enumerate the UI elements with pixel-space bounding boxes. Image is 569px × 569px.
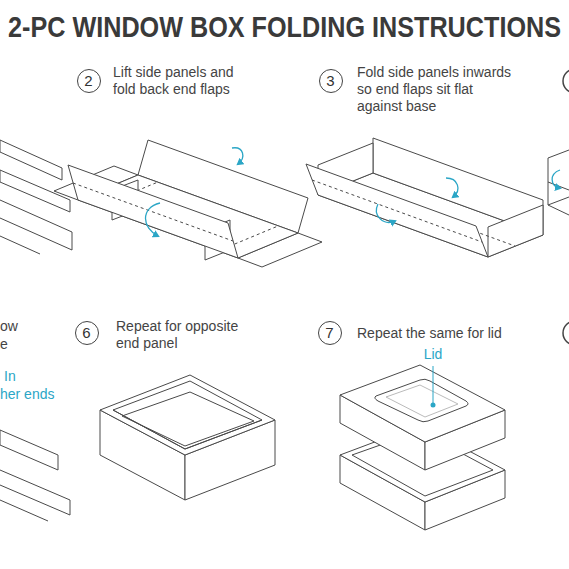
step-instruction: Repeat for opposite end panel xyxy=(116,318,251,352)
step-number: 3 xyxy=(319,69,343,93)
cropped-instruction: e xyxy=(0,336,8,353)
step-instruction: Fold side panels inwards so end flaps si… xyxy=(357,64,519,115)
step-instruction: Repeat the same for lid xyxy=(357,325,547,342)
cropped-note: her ends xyxy=(0,386,54,403)
step-number: 6 xyxy=(75,321,99,345)
cropped-note: In xyxy=(4,368,16,385)
step-number: 2 xyxy=(77,69,101,93)
cropped-instruction: ow xyxy=(0,318,18,335)
step-instruction: Lift side panels and fold back end flaps xyxy=(113,64,248,98)
title: 2-PC WINDOW BOX FOLDING INSTRUCTIONS xyxy=(8,10,561,44)
part-label: Lid xyxy=(422,346,445,363)
step-number: 7 xyxy=(318,321,342,345)
